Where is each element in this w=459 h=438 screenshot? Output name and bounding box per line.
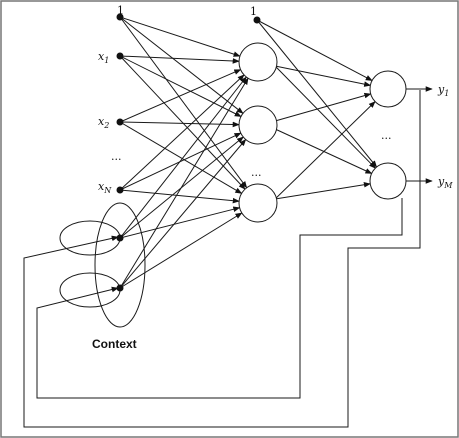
edge-hidden-1-to-output-0 [274,92,372,122]
edge-hidden-2-to-output-0 [274,101,376,200]
hidden-neuron-2 [238,105,278,145]
connection-edges [119,16,378,289]
input-bias-dot [116,13,124,21]
context-unit-1-dot [116,234,124,242]
edge-input-3-to-hidden-2 [119,189,240,204]
edge-input-2-to-hidden-0 [119,69,242,123]
edge-input-5-to-hidden-1 [119,138,247,289]
edge-input-4-to-hidden-0 [119,76,247,239]
edge-input-0-to-hidden-0 [119,16,241,57]
input-x2-dot [116,118,124,126]
bias-input-label: 1 [117,4,124,17]
edge-input-2-to-hidden-1 [119,121,240,128]
edge-input-1-to-hidden-1 [119,55,242,117]
edge-input-1-to-hidden-0 [119,55,240,64]
input-ellipsis: ... [111,150,122,163]
edge-input-0-to-hidden-2 [119,16,248,189]
output-neuron-m [369,162,407,200]
context-group-ellipse [94,202,146,328]
hidden-neuron-n [238,183,278,223]
x1-label: x1 [98,50,109,65]
output-neuron-1 [369,70,407,108]
feedback-path-inner [36,198,403,399]
edge-hidden-bias-to-output-1 [256,19,378,168]
context-unit-1-ellipse [59,220,121,256]
edge-input-3-to-hidden-0 [119,74,245,191]
edge-input-5-to-hidden-2 [119,212,243,289]
edge-hidden-2-to-output-1 [275,182,371,200]
x2-label: x2 [98,115,109,130]
edge-input-5-to-hidden-0 [119,77,249,289]
context-unit-2-dot [116,284,124,292]
y1-label: y1 [437,83,449,98]
hidden-neuron-1 [238,42,278,82]
context-label: Context [92,337,137,351]
edge-hidden-0-to-output-0 [275,65,372,87]
edge-input-0-to-hidden-1 [119,16,244,114]
bias-hidden-label: 1 [250,5,257,18]
ym-label: yM [437,175,453,190]
input-xn-dot [116,186,124,194]
edge-input-2-to-hidden-2 [119,121,243,194]
output-ellipsis: ... [381,129,392,142]
hidden-bias-dot [253,16,261,24]
edge-input-4-to-hidden-2 [119,206,241,239]
edge-hidden-1-to-output-1 [274,128,373,174]
edge-input-1-to-hidden-2 [119,55,246,190]
edge-hidden-bias-to-output-0 [256,19,373,82]
xn-label: xN [98,180,112,195]
feedback-path-outer [23,90,421,428]
input-x1-dot [116,52,124,60]
edge-hidden-0-to-output-1 [274,65,376,169]
hidden-ellipsis: ... [251,166,262,179]
